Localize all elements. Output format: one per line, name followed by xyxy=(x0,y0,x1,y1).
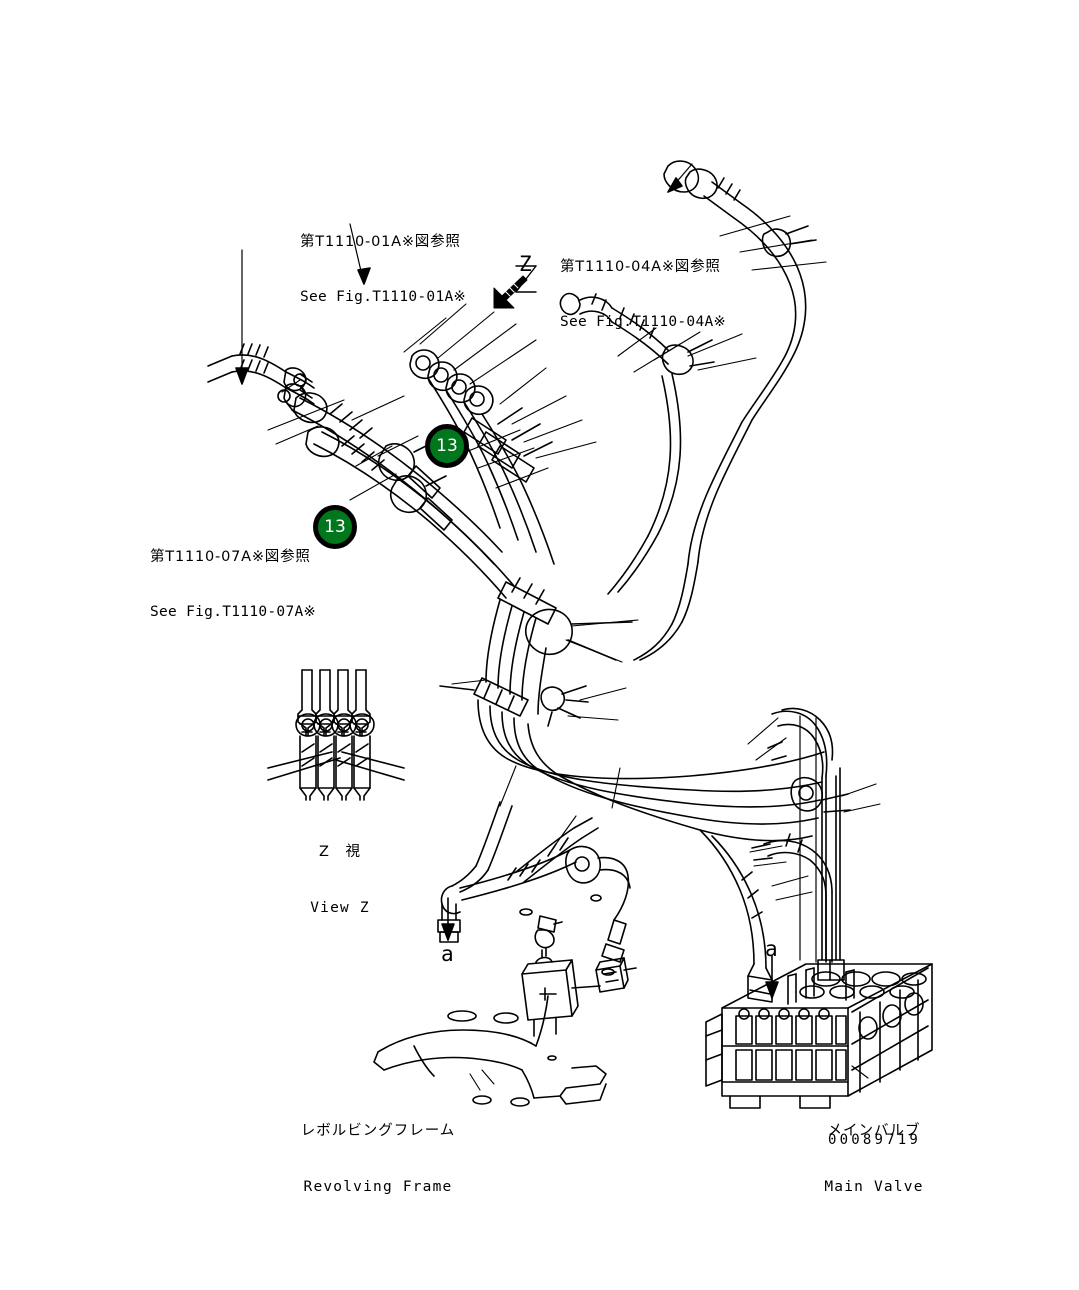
hose-short-upper-right xyxy=(559,292,715,595)
solenoid-valve-block xyxy=(521,949,601,1061)
caption-jp: Z 視 xyxy=(319,844,361,861)
view-z-detail xyxy=(267,669,405,801)
callout-badge-13-upper[interactable]: 13 xyxy=(425,424,469,468)
port-fitting-right-of-solenoid xyxy=(595,957,637,993)
drawing-number: 00089719 xyxy=(828,1132,922,1148)
arrow-leaders xyxy=(235,163,779,999)
caption-revolving-frame: レボルビングフレーム Revolving Frame xyxy=(298,1085,458,1235)
reference-label-jp: 第T1110-01A※図参照 xyxy=(300,233,461,250)
main-valve-block xyxy=(705,963,933,1109)
hose-bundle-central xyxy=(439,577,825,842)
reference-label-t1110-04a: 第T1110-04A※図参照 See Fig.T1110-04A※ xyxy=(560,221,726,368)
revolving-frame-outline xyxy=(373,995,607,1107)
leader-lines xyxy=(267,215,881,1091)
caption-view-z: Z 視 View Z xyxy=(290,806,390,956)
reference-label-t1110-07a: 第T1110-07A※図参照 See Fig.T1110-07A※ xyxy=(150,511,316,658)
reference-label-en: See Fig.T1110-01A※ xyxy=(300,288,466,305)
reference-label-en: See Fig.T1110-07A※ xyxy=(150,603,316,620)
hose-to-main-valve-left xyxy=(699,829,773,1003)
callout-badge-13-lower[interactable]: 13 xyxy=(313,505,357,549)
caption-en: View Z xyxy=(310,900,370,917)
caption-jp: メインバルブ xyxy=(827,1123,921,1140)
callout-number: 13 xyxy=(436,436,458,456)
tee-fitting-center xyxy=(540,685,589,727)
reference-label-en: See Fig.T1110-04A※ xyxy=(560,313,726,330)
pipe-group-right-vertical xyxy=(751,707,851,981)
caption-main-valve: メインバルブ Main Valve xyxy=(804,1085,944,1235)
hose-bundle-left-diagonal xyxy=(277,373,515,599)
hose-assembly-lower-center xyxy=(437,801,631,976)
section-letter-a-left: a xyxy=(441,942,454,966)
caption-en: Revolving Frame xyxy=(303,1179,453,1196)
caption-en: Main Valve xyxy=(824,1179,924,1196)
callout-number: 13 xyxy=(324,517,346,537)
section-letter-a-right: a xyxy=(765,937,778,961)
section-letter-z: Z xyxy=(519,252,532,276)
reference-label-jp: 第T1110-04A※図参照 xyxy=(560,258,721,275)
reference-label-jp: 第T1110-07A※図参照 xyxy=(150,548,311,565)
hose-group-upper-right xyxy=(633,160,817,661)
caption-jp: レボルビングフレーム xyxy=(300,1123,456,1140)
reference-label-t1110-01a: 第T1110-01A※図参照 See Fig.T1110-01A※ xyxy=(300,196,466,343)
